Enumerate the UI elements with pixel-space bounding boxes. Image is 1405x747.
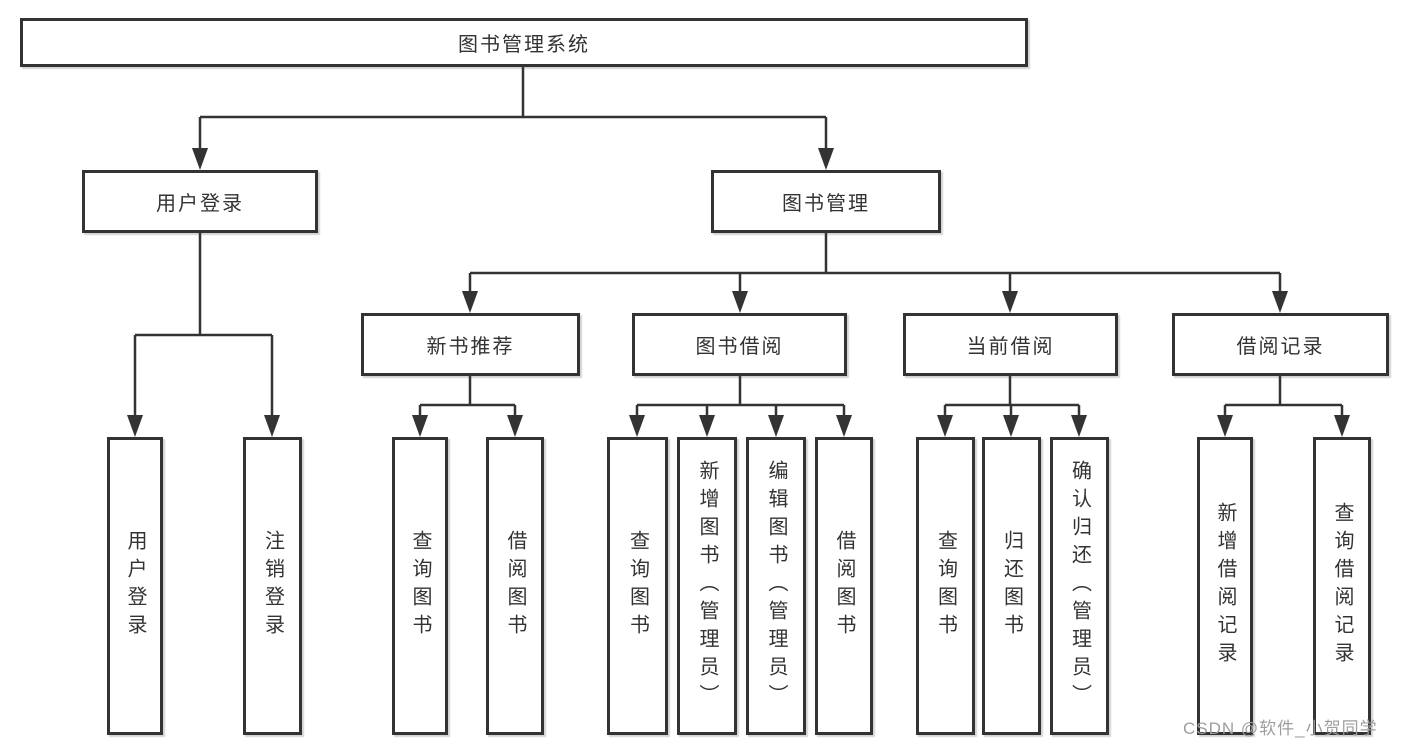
node-label: 查询图书 <box>409 530 431 642</box>
node-borrow-record: 借阅记录 <box>1172 313 1389 376</box>
csdn-watermark: CSDN @软件_小贺同学 <box>1183 719 1378 738</box>
edge-current-borrow-to-leaves <box>943 376 1081 417</box>
node-label: 归还图书 <box>1000 530 1023 642</box>
arrowhead <box>937 415 953 437</box>
node-label: 借阅图书 <box>833 530 855 642</box>
node-label: 查询借阅记录 <box>1331 502 1353 670</box>
leaf-user-login: 用户登录 <box>107 437 163 735</box>
edge-book-borrow-to-leaves <box>635 376 846 417</box>
leaf-borrow-add-books-admin: 新增图书（管理员） <box>677 437 737 735</box>
arrowhead <box>462 291 478 313</box>
node-label: 确认归还（管理员） <box>1068 460 1091 712</box>
node-new-book-recommend: 新书推荐 <box>361 313 580 376</box>
arrowhead <box>1071 415 1087 437</box>
arrowhead <box>768 415 784 437</box>
edge-user-login-to-leaves <box>133 233 274 417</box>
arrowhead <box>412 415 428 437</box>
node-root-system: 图书管理系统 <box>20 18 1028 67</box>
arrowhead <box>1272 291 1288 313</box>
node-label: 用户登录 <box>124 530 146 642</box>
arrowhead <box>836 415 852 437</box>
node-label: 编辑图书（管理员） <box>765 460 787 712</box>
arrowhead <box>699 415 715 437</box>
edge-book-management-to-level3 <box>468 233 1282 293</box>
arrowhead <box>732 291 748 313</box>
node-current-borrow: 当前借阅 <box>903 313 1118 376</box>
node-label: 借阅记录 <box>1236 336 1325 358</box>
edge-root-to-level2 <box>198 67 828 150</box>
arrowhead <box>629 415 645 437</box>
edge-new-book-to-leaves <box>418 376 517 417</box>
leaf-borrow-borrow-books: 借阅图书 <box>815 437 873 735</box>
leaf-newbook-borrow-books: 借阅图书 <box>486 437 544 735</box>
node-label: 查询图书 <box>934 530 957 642</box>
node-user-login: 用户登录 <box>82 170 318 233</box>
leaf-current-confirm-return-admin: 确认归还（管理员） <box>1050 437 1109 735</box>
node-label: 新增图书（管理员） <box>696 460 718 712</box>
node-label: 图书借阅 <box>695 336 784 358</box>
arrowhead <box>1003 415 1019 437</box>
arrowhead <box>127 415 143 437</box>
node-label: 注销登录 <box>261 530 284 642</box>
node-label: 图书管理 <box>782 193 870 215</box>
node-label: 新书推荐 <box>426 336 515 358</box>
leaf-record-add-borrow-record: 新增借阅记录 <box>1197 437 1253 735</box>
edge-borrow-record-to-leaves <box>1223 376 1344 417</box>
node-label: 查询图书 <box>626 530 649 642</box>
arrowhead <box>192 148 208 170</box>
arrowhead <box>1217 415 1233 437</box>
leaf-record-query-borrow-record: 查询借阅记录 <box>1313 437 1371 735</box>
arrowhead <box>264 415 280 437</box>
arrowhead <box>818 148 834 170</box>
leaf-borrow-edit-books-admin: 编辑图书（管理员） <box>746 437 806 735</box>
node-label: 用户登录 <box>156 193 244 215</box>
node-book-borrow: 图书借阅 <box>632 313 847 376</box>
leaf-borrow-query-books: 查询图书 <box>607 437 668 735</box>
node-label: 借阅图书 <box>504 530 526 642</box>
leaf-logout: 注销登录 <box>243 437 302 735</box>
arrowhead <box>507 415 523 437</box>
node-label: 图书管理系统 <box>458 34 590 56</box>
leaf-newbook-query-books: 查询图书 <box>392 437 448 735</box>
arrowhead <box>1334 415 1350 437</box>
leaf-current-return-books: 归还图书 <box>982 437 1041 735</box>
node-book-management: 图书管理 <box>711 170 941 233</box>
node-label: 新增借阅记录 <box>1214 502 1236 670</box>
node-label: 当前借阅 <box>966 336 1055 358</box>
leaf-current-query-books: 查询图书 <box>916 437 975 735</box>
arrowhead <box>1002 291 1018 313</box>
